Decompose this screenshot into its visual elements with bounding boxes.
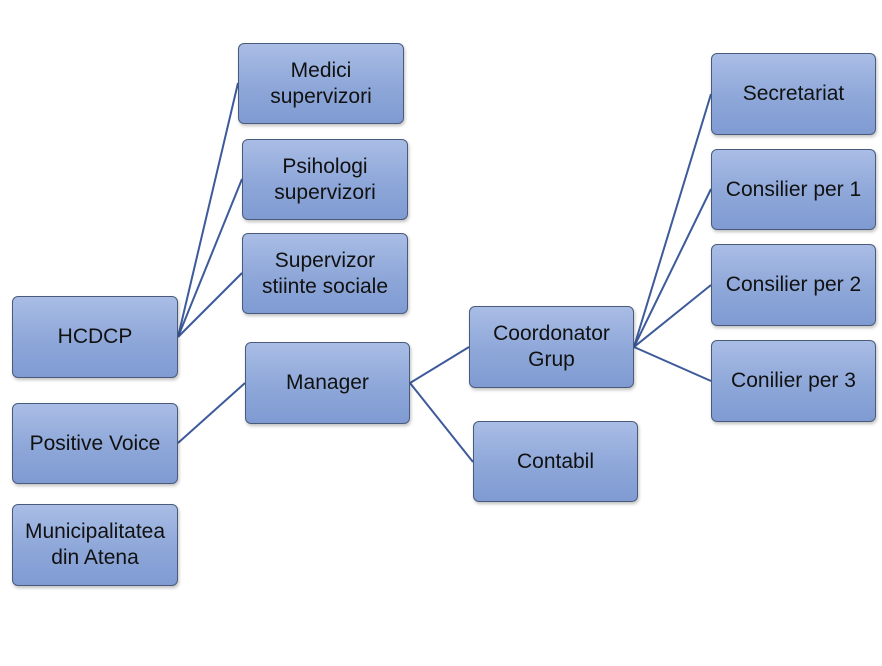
line-coordonator-consilier1 [633, 188, 712, 348]
node-coordonator-grup: Coordonator Grup [469, 306, 634, 388]
node-manager: Manager [245, 342, 410, 424]
node-contabil: Contabil [473, 421, 638, 502]
node-consilier-per-2: Consilier per 2 [711, 244, 876, 326]
line-manager-contabil [409, 382, 474, 463]
node-hcdcp: HCDCP [12, 296, 178, 378]
line-coordonator-consilier3 [633, 346, 712, 382]
node-secretariat: Secretariat [711, 53, 876, 135]
line-hcdcp-medici [177, 82, 239, 338]
line-coordonator-secretariat [633, 93, 712, 348]
line-hcdcp-supervizor [177, 272, 243, 338]
node-supervizor-stiinte-sociale: Supervizor stiinte sociale [242, 233, 408, 314]
node-conilier-per-3: Conilier per 3 [711, 340, 876, 422]
node-positive-voice: Positive Voice [12, 403, 178, 484]
line-hcdcp-psihologi [177, 178, 243, 338]
node-consilier-per-1: Consilier per 1 [711, 149, 876, 230]
node-municipalitatea-din-atena: Municipalitatea din Atena [12, 504, 178, 586]
line-coordonator-consilier2 [633, 284, 712, 348]
line-manager-coordonator [409, 346, 470, 384]
node-medici-supervizori: Medici supervizori [238, 43, 404, 124]
node-psihologi-supervizori: Psihologi supervizori [242, 139, 408, 220]
line-positive-voice-manager [177, 382, 246, 444]
